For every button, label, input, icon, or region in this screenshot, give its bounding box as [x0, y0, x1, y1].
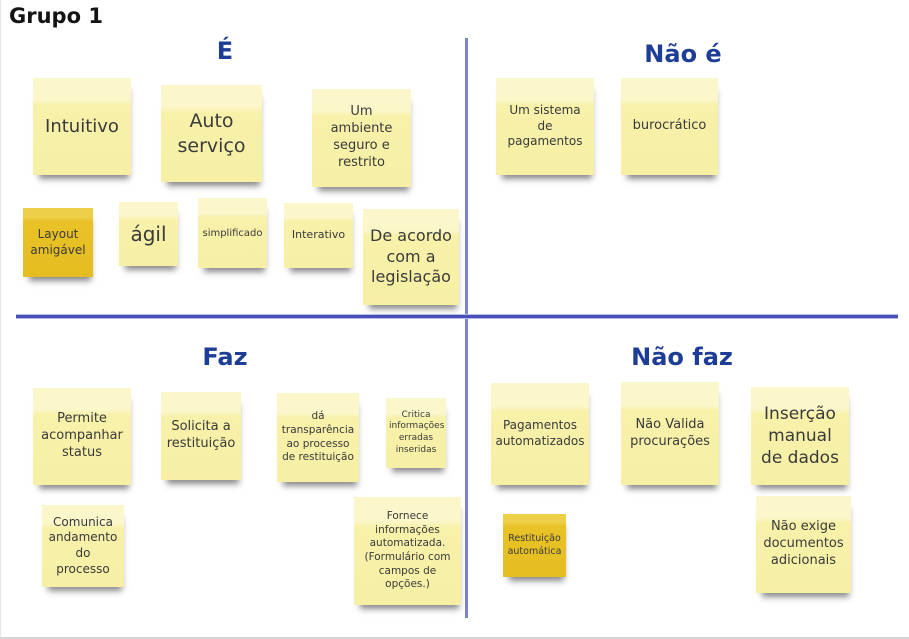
sticky-note-text: Critica informações erradas inseridas [389, 409, 445, 455]
sticky-note-text: De acordo com a legislação [370, 225, 452, 287]
sticky-note-text: Um sistema de pagamentos [507, 103, 583, 149]
sticky-note[interactable]: burocrático [621, 78, 718, 175]
board-title: Grupo 1 [9, 4, 103, 28]
sticky-note-text: Solicita a restituição [166, 419, 236, 451]
sticky-note[interactable]: Pagamentos automatizados [491, 383, 589, 485]
sticky-note[interactable]: Um ambiente seguro e restrito [312, 89, 411, 187]
sticky-note-text: Fornece informações automatizada. (Formu… [364, 510, 451, 591]
quadrant-label-e: É [216, 37, 234, 65]
sticky-note-text: Não exige documentos adicionais [763, 519, 844, 568]
sticky-note[interactable]: Comunica andamento do processo [42, 505, 124, 587]
sticky-note-text: Não Valida procurações [630, 416, 710, 449]
sticky-note[interactable]: Permite acompanhar status [33, 388, 131, 485]
sticky-note-text: dá transparência ao processo de restitui… [281, 410, 355, 464]
sticky-note-text: ágil [130, 222, 167, 246]
sticky-note[interactable]: Auto serviço [161, 85, 262, 182]
sticky-note-text: Um ambiente seguro e restrito [330, 104, 393, 170]
sticky-note-text: Comunica andamento do processo [48, 514, 118, 576]
sticky-note-text: Restituição automática [507, 533, 562, 557]
sticky-note[interactable]: Solicita a restituição [161, 392, 241, 480]
sticky-note-text: Interativo [291, 228, 346, 242]
sticky-note[interactable]: Layout amigável [23, 208, 93, 277]
sticky-note[interactable]: Fornece informações automatizada. (Formu… [354, 497, 461, 605]
sticky-note[interactable]: Não exige documentos adicionais [756, 496, 851, 593]
quadrant-divider-vertical [465, 38, 468, 618]
sticky-note-text: Inserção manual de dados [761, 403, 839, 469]
sticky-note-text: Permite acompanhar status [41, 411, 123, 460]
sticky-note[interactable]: Interativo [284, 203, 353, 268]
sticky-note[interactable]: dá transparência ao processo de restitui… [277, 393, 359, 482]
sticky-note-text: burocrático [632, 118, 707, 134]
sticky-note[interactable]: Não Valida procurações [621, 382, 719, 485]
quadrant-label-nao-e: Não é [644, 40, 722, 68]
sticky-note-text: Layout amigável [30, 226, 86, 257]
sticky-note[interactable]: De acordo com a legislação [363, 209, 459, 305]
quadrant-label-nao-faz: Não faz [631, 343, 733, 371]
sticky-note-text: simplificado [202, 227, 263, 239]
sticky-note[interactable]: Intuitivo [33, 78, 131, 175]
sticky-note[interactable]: Um sistema de pagamentos [496, 78, 594, 175]
sticky-note[interactable]: simplificado [198, 198, 267, 268]
sticky-note-text: Pagamentos automatizados [495, 418, 585, 448]
sticky-note[interactable]: ágil [119, 202, 178, 266]
quadrant-label-faz: Faz [202, 343, 248, 371]
sticky-note[interactable]: Restituição automática [503, 514, 566, 577]
quadrant-divider-horizontal [16, 315, 898, 318]
sticky-note[interactable]: Inserção manual de dados [751, 387, 849, 485]
sticky-note[interactable]: Critica informações erradas inseridas [386, 398, 446, 468]
sticky-note-text: Auto serviço [177, 109, 246, 157]
sticky-note-text: Intuitivo [45, 115, 119, 137]
